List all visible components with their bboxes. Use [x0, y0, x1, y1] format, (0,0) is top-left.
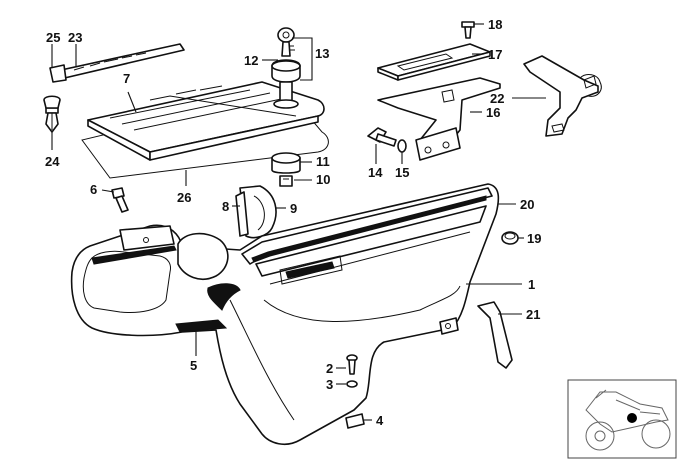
- label-8: 8: [222, 199, 229, 214]
- label-23: 23: [68, 30, 82, 45]
- label-11: 11: [316, 154, 330, 169]
- label-10: 10: [316, 172, 330, 187]
- tray-body: [70, 183, 500, 446]
- label-20: 20: [520, 197, 534, 212]
- label-6: 6: [90, 182, 97, 197]
- label-2: 2: [326, 361, 333, 376]
- label-14: 14: [368, 165, 383, 180]
- part-labels: 25 23 7 24 12 13 11 10 26 6 8 9 18 17 22…: [45, 17, 541, 428]
- label-5: 5: [190, 358, 197, 373]
- housing-part: [235, 185, 277, 239]
- location-marker: [627, 413, 637, 423]
- lock-part: [271, 27, 301, 109]
- label-15: 15: [395, 165, 409, 180]
- label-4: 4: [376, 413, 384, 428]
- motorcycle-locator-icon: [585, 389, 671, 451]
- rivet-part: [43, 95, 61, 133]
- label-18: 18: [488, 17, 502, 32]
- label-7: 7: [123, 71, 130, 86]
- lid-part: [81, 81, 329, 179]
- label-25: 25: [46, 30, 60, 45]
- grommet-part: [501, 231, 519, 245]
- label-26: 26: [177, 190, 191, 205]
- bracket-assembly: [367, 21, 602, 161]
- fastener-parts: [345, 354, 365, 429]
- label-17: 17: [488, 47, 502, 62]
- label-13: 13: [315, 46, 329, 61]
- label-19: 19: [527, 231, 541, 246]
- label-9: 9: [290, 201, 297, 216]
- strap-part: [49, 43, 185, 83]
- cam-part: [271, 152, 301, 187]
- locator-inset: [567, 379, 677, 459]
- leader-lines: [51, 23, 546, 421]
- label-22: 22: [490, 91, 504, 106]
- label-21: 21: [526, 307, 540, 322]
- screw-part-6: [111, 187, 129, 213]
- label-1: 1: [528, 277, 535, 292]
- label-12: 12: [244, 53, 258, 68]
- strip-part: [477, 301, 513, 369]
- label-3: 3: [326, 377, 333, 392]
- label-24: 24: [45, 154, 60, 169]
- label-16: 16: [486, 105, 500, 120]
